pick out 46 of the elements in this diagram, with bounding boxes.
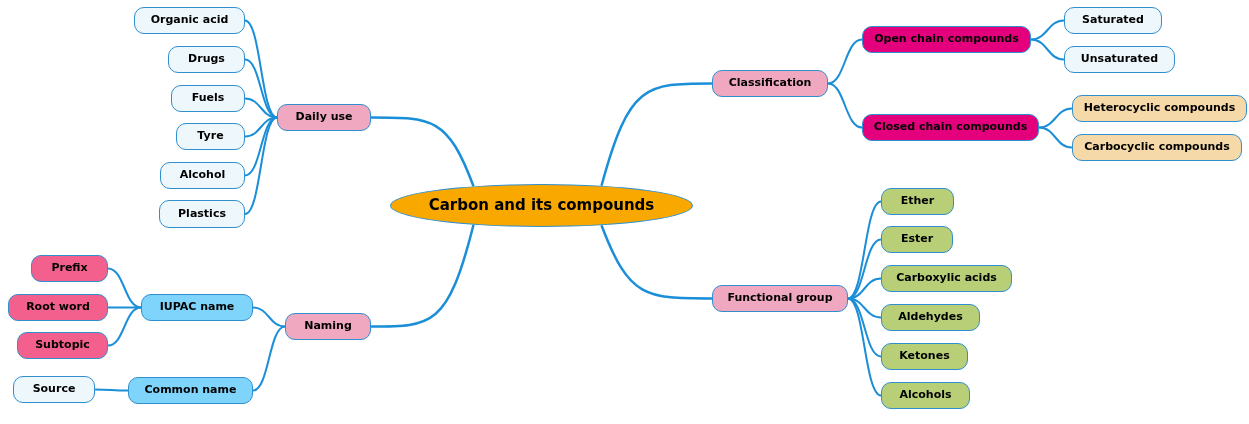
subtopic-pill: Organic acid — [134, 7, 245, 34]
connector — [252, 306, 286, 328]
connector — [371, 224, 475, 328]
connector — [244, 19, 278, 119]
topic-pill: Functional group — [712, 285, 848, 312]
subtopic-pill: Fuels — [171, 85, 245, 112]
connector — [1030, 38, 1065, 61]
connector — [1030, 19, 1065, 41]
connector — [252, 325, 286, 392]
subtopic-pill: IUPAC name — [141, 294, 253, 321]
topic-pill: Naming — [285, 313, 371, 340]
subtopic-pill: Subtopic — [17, 332, 108, 359]
connector — [827, 38, 863, 85]
subtopic-pill: Carbocyclic compounds — [1072, 134, 1242, 161]
connector — [847, 297, 882, 397]
subtopic-pill: Ester — [881, 226, 953, 253]
connector — [371, 116, 475, 187]
subtopic-pill: Closed chain compounds — [862, 114, 1039, 141]
connector — [1038, 107, 1073, 129]
connector — [847, 200, 882, 300]
subtopic-pill: Alcohol — [160, 162, 245, 189]
connector — [94, 388, 129, 392]
topic-pill: Classification — [712, 70, 828, 97]
subtopic-pill: Common name — [128, 377, 253, 404]
subtopic-pill: Carboxylic acids — [881, 265, 1012, 292]
central-topic-ellipse: Carbon and its compounds — [390, 184, 693, 227]
subtopic-pill: Heterocyclic compounds — [1072, 95, 1247, 122]
subtopic-pill: Source — [13, 376, 95, 403]
subtopic-pill: Plastics — [159, 200, 245, 228]
subtopic-pill: Ketones — [881, 343, 968, 370]
connector — [244, 116, 278, 215]
subtopic-pill: Aldehydes — [881, 304, 980, 331]
subtopic-pill: Unsaturated — [1064, 46, 1175, 73]
subtopic-pill: Ether — [881, 188, 954, 215]
connector — [107, 306, 142, 347]
connector — [1038, 126, 1073, 149]
subtopic-pill: Alcohols — [881, 382, 970, 409]
connector — [107, 267, 142, 309]
subtopic-pill: Drugs — [168, 46, 245, 73]
topic-pill: Daily use — [277, 104, 371, 131]
subtopic-pill: Saturated — [1064, 7, 1162, 34]
subtopic-pill: Root word — [8, 294, 108, 321]
subtopic-pill: Open chain compounds — [862, 26, 1031, 53]
subtopic-pill: Tyre — [176, 123, 245, 150]
subtopic-pill: Prefix — [31, 255, 108, 282]
connector — [827, 82, 863, 129]
